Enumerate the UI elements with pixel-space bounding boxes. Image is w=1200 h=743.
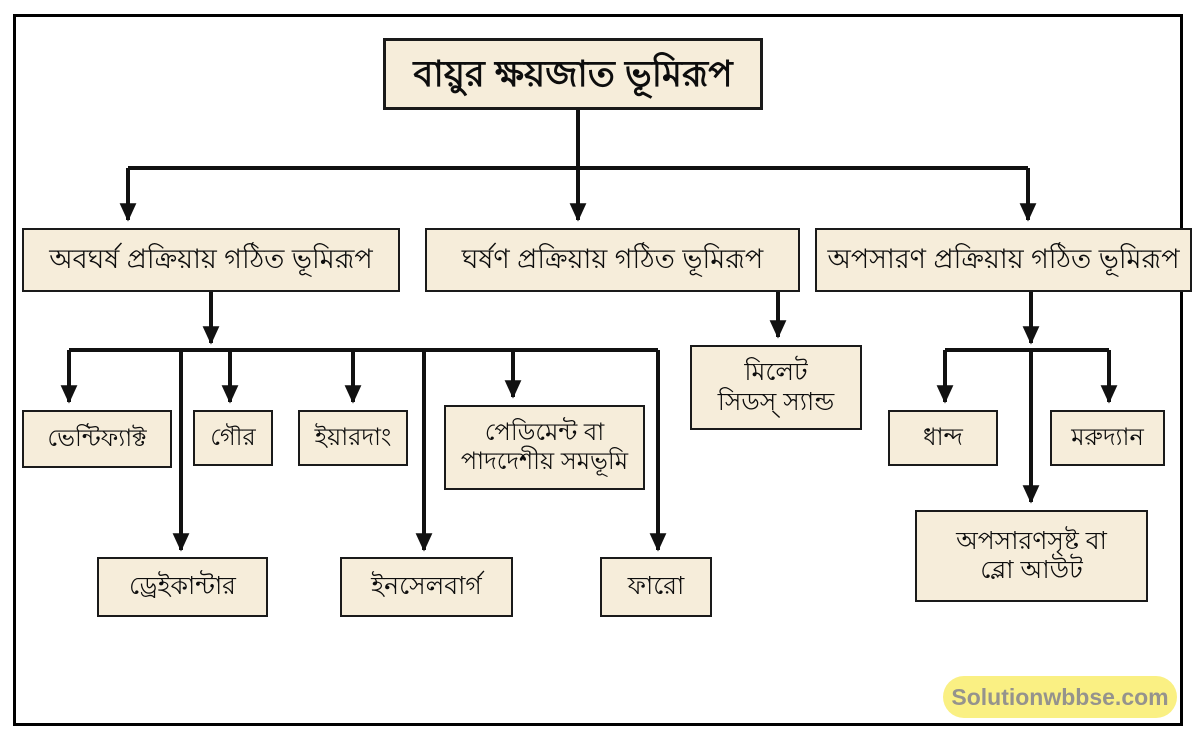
node-deflation-process: অপসারণ প্রক্রিয়ায় গঠিত ভূমিরূপ <box>815 228 1192 292</box>
node-oasis: মরুদ্যান <box>1050 410 1165 466</box>
node-title: বায়ুর ক্ষয়জাত ভূমিরূপ <box>383 38 763 110</box>
node-gour: গৌর <box>193 410 273 466</box>
node-pediment: পেডিমেন্ট বা পাদদেশীয় সমভূমি <box>444 405 645 490</box>
node-attrition-process: ঘর্ষণ প্রক্রিয়ায় গঠিত ভূমিরূপ <box>425 228 800 292</box>
node-inselberg: ইনসেলবার্গ <box>340 557 513 617</box>
node-millet-line2: সিডস্ স্যান্ড <box>717 387 835 416</box>
node-millet-seeds-sand: মিলেট সিডস্ স্যান্ড <box>690 345 862 430</box>
node-yardang: ইয়ারদাং <box>298 410 408 466</box>
node-millet-line1: মিলেট <box>744 358 808 386</box>
node-faro: ফারো <box>600 557 712 617</box>
node-dhand: ধান্দ <box>888 410 998 466</box>
outer-frame <box>13 14 1183 726</box>
watermark-badge: Solutionwbbse.com <box>943 676 1177 718</box>
node-abrasion-process: অবঘর্ষ প্রক্রিয়ায় গঠিত ভূমিরূপ <box>22 228 400 292</box>
node-ventifact: ভেন্টিফ্যাক্ট <box>22 410 172 468</box>
node-blowout: অপসারণসৃষ্ট বা ব্লো আউট <box>915 510 1148 602</box>
node-blowout-line1: অপসারণসৃষ্ট বা <box>956 526 1107 555</box>
node-dreikanter: ড্রেইকান্টার <box>97 557 268 617</box>
node-pediment-line2: পাদদেশীয় সমভূমি <box>460 447 629 475</box>
node-blowout-line2: ব্লো আউট <box>980 556 1083 584</box>
node-pediment-line1: পেডিমেন্ট বা <box>484 419 605 447</box>
